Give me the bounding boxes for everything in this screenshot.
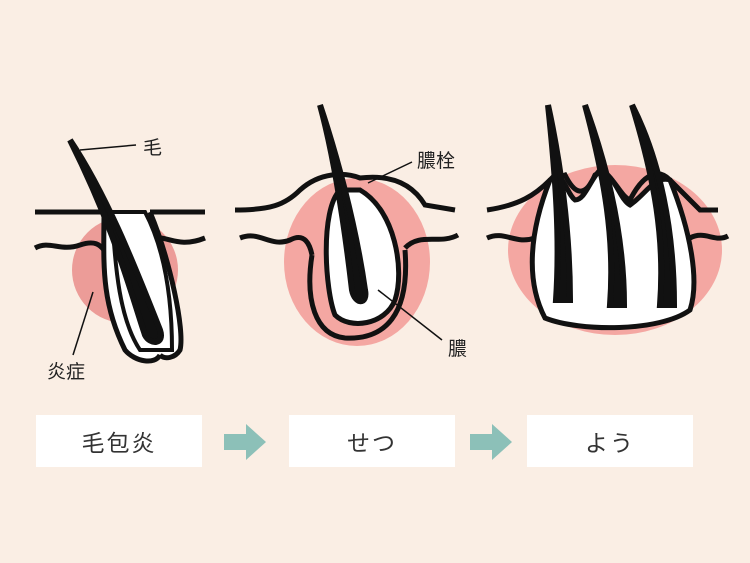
stage-folliculitis: 毛包炎 (36, 415, 202, 467)
inflammation-label: 炎症 (47, 361, 86, 383)
stage-furuncle: せつ (289, 415, 455, 467)
pus-label: 膿 (448, 338, 468, 360)
carbuncle-illustration (485, 103, 730, 335)
folliculitis-illustration (33, 138, 206, 364)
furuncle-illustration (234, 104, 460, 346)
arrow-right-icon (470, 424, 512, 460)
arrow-right-icon (224, 424, 266, 460)
stage-carbuncle: よう (527, 415, 693, 467)
hair-label: 毛 (143, 137, 163, 159)
pus-plug-label: 膿栓 (417, 150, 456, 172)
